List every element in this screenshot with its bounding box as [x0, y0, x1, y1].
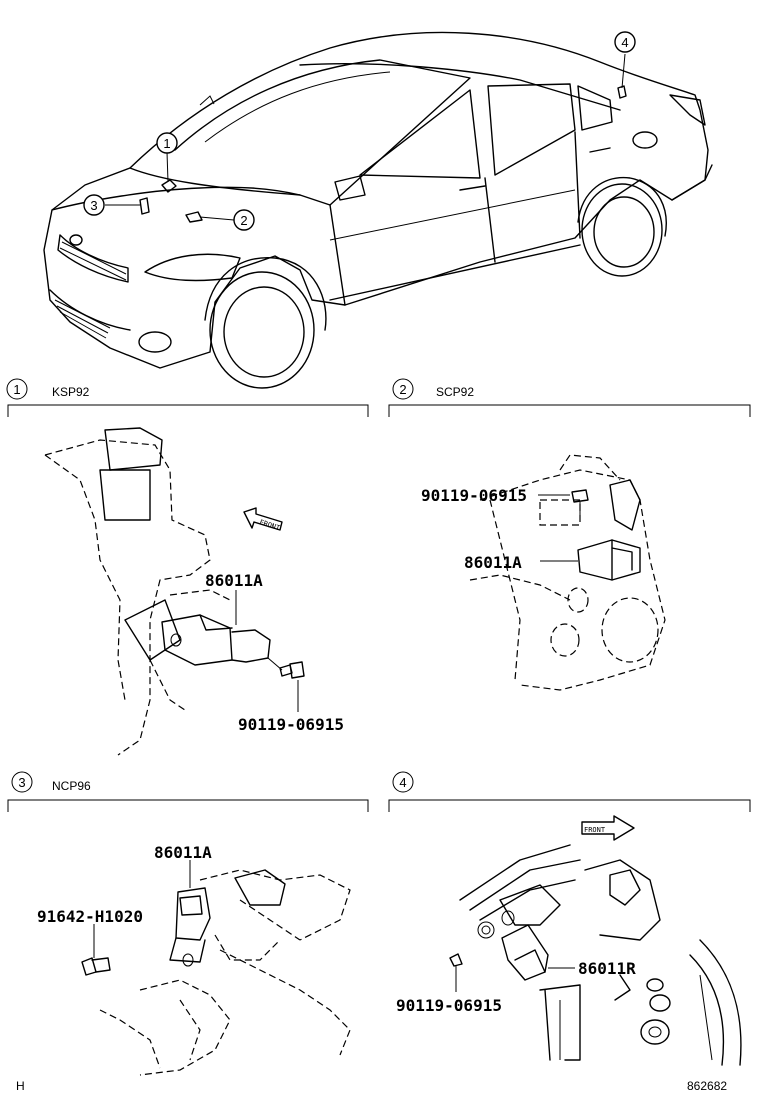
panel-2-drawing [469, 454, 666, 691]
part-label-90119-06915: 90119-06915 [238, 715, 344, 734]
svg-text:4: 4 [621, 35, 628, 50]
panel-2-header: 2 SCP92 [388, 378, 751, 417]
svg-text:4: 4 [399, 775, 406, 790]
svg-text:NCP96: NCP96 [52, 779, 91, 793]
svg-text:SCP92: SCP92 [436, 385, 474, 399]
part-label-86011A: 86011A [464, 553, 522, 572]
svg-text:KSP92: KSP92 [52, 385, 90, 399]
panel-4-drawing: FRONT [449, 815, 742, 1066]
part-label-86011A: 86011A [154, 843, 212, 862]
svg-text:3: 3 [90, 198, 97, 213]
part-label-90119-06915: 90119-06915 [396, 996, 502, 1015]
overview-callout-4: 4 [614, 31, 636, 53]
footer-code-left: H [16, 1079, 25, 1093]
overview-callout-2: 2 [233, 209, 255, 231]
svg-text:2: 2 [240, 213, 247, 228]
panel-3-header: 3 NCP96 [7, 771, 369, 812]
part-label-86011R: 86011R [578, 959, 636, 978]
panel-4-header: 4 [388, 771, 751, 812]
svg-text:2: 2 [399, 382, 406, 397]
car-illustration [43, 31, 713, 389]
overview-callout-1: 1 [156, 132, 178, 154]
overview-callout-3: 3 [83, 194, 105, 216]
panel-1-header: 1 KSP92 [6, 378, 369, 417]
svg-text:FRONT: FRONT [584, 826, 606, 834]
part-label-90119-06915: 90119-06915 [421, 486, 527, 505]
panel-1-drawing: FRONT [44, 427, 305, 756]
svg-text:1: 1 [13, 382, 20, 397]
footer-code-right: 862682 [687, 1079, 727, 1093]
svg-text:1: 1 [163, 136, 170, 151]
panel-3-drawing [81, 860, 351, 1076]
part-label-86011A: 86011A [205, 571, 263, 590]
part-label-91642-H1020: 91642-H1020 [37, 907, 143, 926]
svg-text:3: 3 [18, 775, 25, 790]
